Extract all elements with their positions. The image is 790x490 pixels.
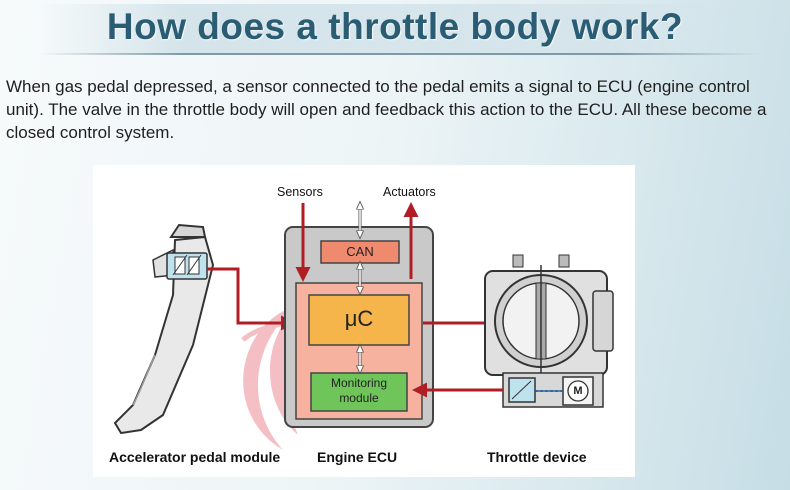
engine-ecu-label: Engine ECU [317,449,398,465]
page-title: How does a throttle body work? [106,6,684,47]
title-underline [40,53,760,55]
throttle-device-label: Throttle device [487,449,587,465]
description-text: When gas pedal depressed, a sensor conne… [6,77,767,142]
pedal-signal-arrow [207,267,296,331]
throttle-device [484,254,614,408]
sensors-label: Sensors [277,185,323,199]
monitoring-line1: Monitoring [330,376,388,390]
monitoring-module-label: Monitoring module [311,376,407,406]
diagram-graphic [114,165,614,450]
microcontroller-label: μC [344,306,374,331]
motor-icon: M [573,385,583,397]
pedal-module-label: Accelerator pedal module [109,449,281,465]
title-shade [40,4,760,54]
can-label: CAN [346,244,374,259]
title-band [0,4,790,56]
monitoring-line2: module [339,391,379,405]
accelerator-pedal [114,223,214,434]
throttle-control-diagram: Sensors Actuators CAN μC Monitoring modu… [93,165,635,477]
actuators-label: Actuators [383,185,436,199]
engine-ecu [284,205,434,428]
